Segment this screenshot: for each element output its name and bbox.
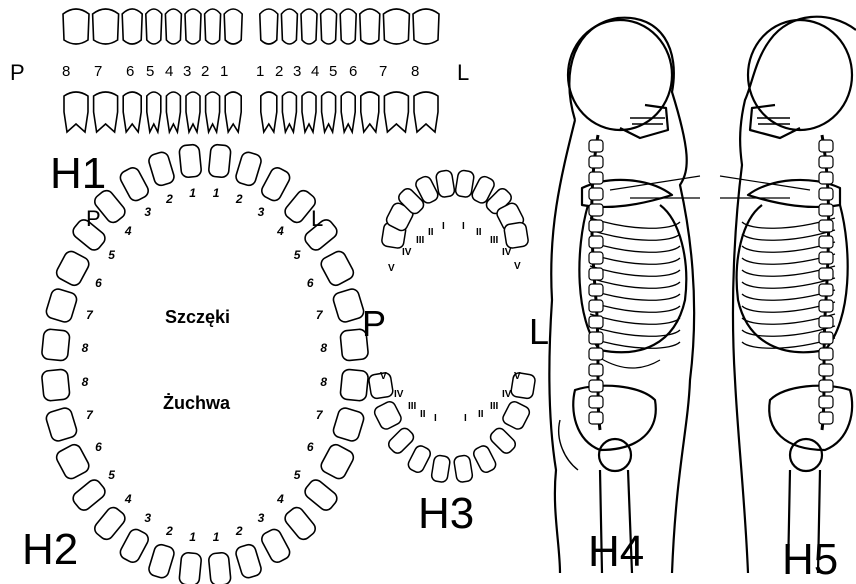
vertebra: [819, 332, 833, 344]
vertebra: [819, 300, 833, 312]
h5-label: H5: [782, 538, 838, 582]
vertebra: [819, 188, 833, 200]
vertebra: [819, 252, 833, 264]
vertebra: [819, 172, 833, 184]
vertebra: [819, 284, 833, 296]
vertebra: [819, 364, 833, 376]
vertebra: [819, 220, 833, 232]
vertebra: [819, 348, 833, 360]
vertebra: [819, 316, 833, 328]
vertebra: [819, 412, 833, 424]
vertebra: [819, 236, 833, 248]
vertebra: [819, 268, 833, 280]
vertebra: [819, 380, 833, 392]
vertebra: [819, 156, 833, 168]
vertebra: [819, 140, 833, 152]
vertebra: [819, 204, 833, 216]
vertebra: [819, 396, 833, 408]
